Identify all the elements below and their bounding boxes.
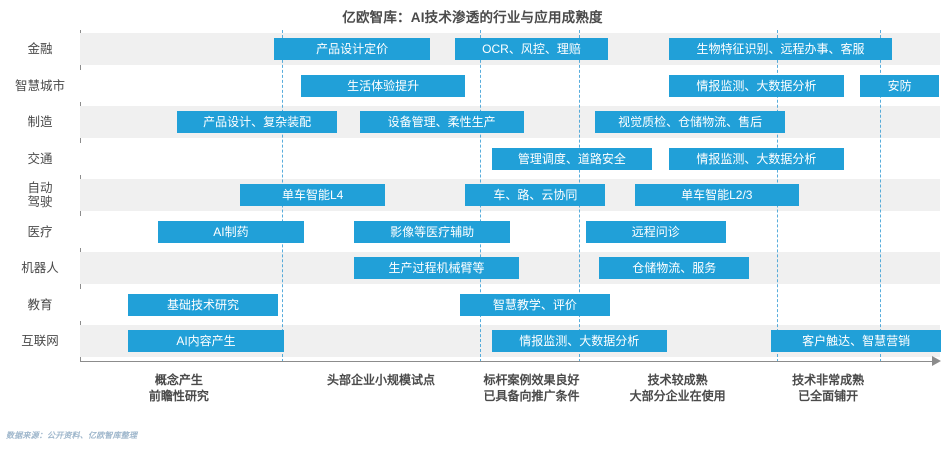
bar-item[interactable]: 生产过程机械臂等 <box>354 257 519 279</box>
bar-item[interactable]: 情报监测、大数据分析 <box>669 74 844 97</box>
bar-item[interactable]: AI制药 <box>158 220 304 243</box>
row-label-教育: 教育 <box>27 297 53 312</box>
bar-item[interactable]: 影像等医疗辅助 <box>354 220 510 243</box>
x-axis-stage-labels: 概念产生前瞻性研究 头部企业小规模试点 标杆案例效果良好已具备向推广条件 技术较成熟大… <box>80 372 945 412</box>
bar-item[interactable]: 情报监测、大数据分析 <box>491 330 667 352</box>
bar-item[interactable]: 仓储物流、服务 <box>599 257 750 279</box>
chart-plot-area: 金融智慧城市制造交通自动驾驶医疗机器人教育互联网 产品设计定价 OCR、风控、理赔… <box>0 30 945 366</box>
bar-item[interactable]: OCR、风控、理赔 <box>454 38 609 60</box>
bar-item[interactable]: 远程问诊 <box>585 220 726 243</box>
row-label-医疗: 医疗 <box>27 224 53 239</box>
stage-label-1: 概念产生前瞻性研究 <box>148 373 209 403</box>
bar-item[interactable]: 情报监测、大数据分析 <box>669 147 844 170</box>
stage-label-2: 头部企业小规模试点 <box>326 373 435 387</box>
y-axis-row-labels: 金融智慧城市制造交通自动驾驶医疗机器人教育互联网 <box>0 30 80 362</box>
row-label-机器人: 机器人 <box>21 261 59 275</box>
bar-item[interactable]: 单车智能L4 <box>239 184 386 206</box>
bar-item[interactable]: 智慧教学、评价 <box>460 293 610 316</box>
gridline-5 <box>879 30 881 362</box>
x-axis-line <box>80 361 933 362</box>
x-axis-arrow-icon <box>932 356 941 366</box>
bar-item[interactable]: 单车智能L2/3 <box>634 184 799 206</box>
bar-item[interactable]: 安防 <box>860 74 940 97</box>
row-label-互联网: 互联网 <box>21 334 59 348</box>
row-label-金融: 金融 <box>27 42 53 56</box>
stage-label-4: 技术较成熟大部分企业在使用 <box>629 373 726 403</box>
row-label-自动驾驶: 自动驾驶 <box>27 181 53 209</box>
stage-label-5: 技术非常成熟已全面铺开 <box>792 373 865 403</box>
bar-item[interactable]: AI内容产生 <box>128 330 284 352</box>
source-note: 数据来源：公开资料、亿欧智库整理 <box>6 431 138 440</box>
stage-label-3: 标杆案例效果良好已具备向推广条件 <box>483 373 580 403</box>
bar-item[interactable]: 设备管理、柔性生产 <box>359 111 524 133</box>
bar-item[interactable]: 视觉质检、仓储物流、售后 <box>595 111 786 133</box>
page-title: 亿欧智库：AI技术渗透的行业与应用成熟度 <box>342 10 603 25</box>
row-label-智慧城市: 智慧城市 <box>14 78 65 93</box>
bar-item[interactable]: 车、路、云协同 <box>465 184 606 206</box>
bar-item[interactable]: 生活体验提升 <box>301 74 466 97</box>
bar-item[interactable]: 客户触达、智慧营销 <box>771 330 941 352</box>
bar-item[interactable]: 基础技术研究 <box>128 293 278 316</box>
bar-item[interactable]: 产品设计、复杂装配 <box>177 111 338 133</box>
bar-item[interactable]: 产品设计定价 <box>274 38 431 60</box>
bar-item[interactable]: 管理调度、道路安全 <box>491 147 652 170</box>
row-label-交通: 交通 <box>27 151 53 166</box>
row-label-制造: 制造 <box>27 115 53 129</box>
bar-item[interactable]: 生物特征识别、远程办事、客服 <box>669 38 892 60</box>
